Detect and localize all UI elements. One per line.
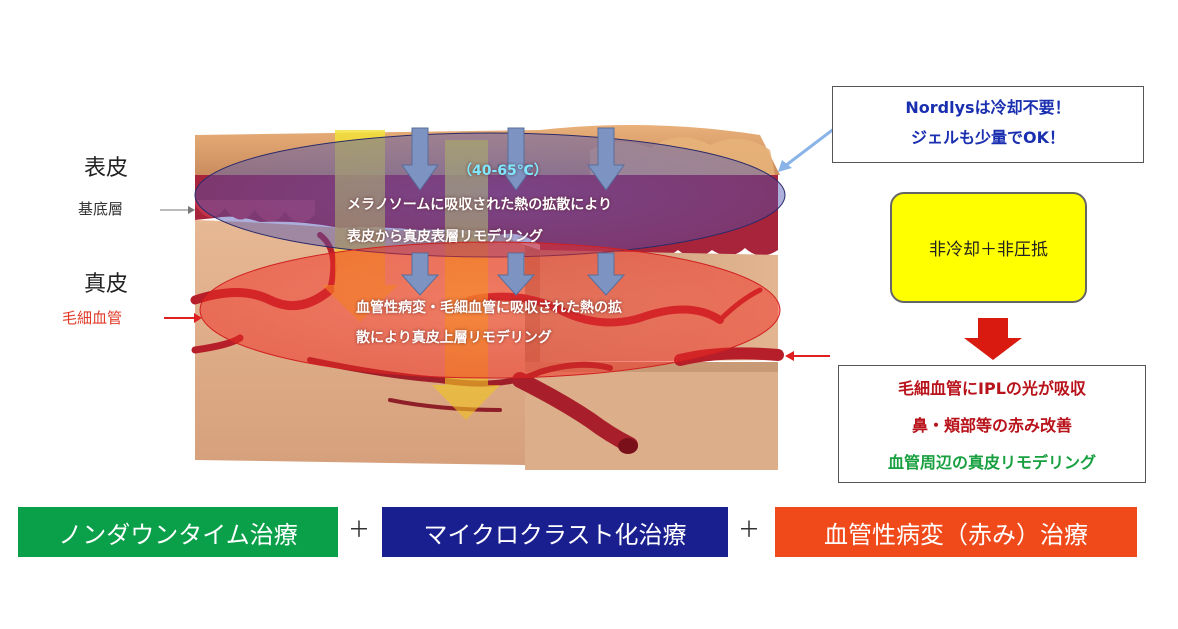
non-cooling-box: 非冷却＋非圧抵 xyxy=(890,192,1087,303)
dermis-right-front xyxy=(525,362,778,470)
treatment-vascular-label: 血管性病変（赤み）治療 xyxy=(824,520,1088,549)
basal-pointer-head xyxy=(188,206,195,214)
label-dermis: 真皮 xyxy=(84,272,129,297)
result-box: 毛細血管にIPLの光が吸収 鼻・頬部等の赤み改善 血管周辺の真皮リモデリング xyxy=(838,365,1146,483)
note-line-1: Nordlysは冷却不要！ xyxy=(905,98,1071,117)
result-line-3: 血管周辺の真皮リモデリング xyxy=(887,453,1096,472)
heat-arrow-4 xyxy=(400,252,440,296)
label-capillary: 毛細血管 xyxy=(62,309,123,327)
dermis-desc-line1: 血管性病変・毛細血管に吸収された熱の拡 xyxy=(356,300,622,316)
dermis-heat-zone xyxy=(199,241,781,379)
label-epidermis: 表皮 xyxy=(84,156,129,181)
heat-arrow-2 xyxy=(497,127,535,191)
heat-arrow-5 xyxy=(496,252,536,296)
treatment-non-downtime: ノンダウンタイム治療 xyxy=(18,507,338,557)
flow-arrow xyxy=(964,318,1022,360)
nordlys-note-box: Nordlysは冷却不要！ ジェルも少量でOK！ xyxy=(832,86,1144,163)
label-basal-layer: 基底層 xyxy=(78,200,124,218)
plus-2: ＋ xyxy=(738,518,761,543)
dermis-desc-line2: 散により真皮上層リモデリング xyxy=(356,330,552,346)
epidermis-desc-line2: 表皮から真皮表層リモデリング xyxy=(347,229,543,245)
note-line-2: ジェルも少量でOK！ xyxy=(910,128,1065,147)
note-pointer-head xyxy=(778,160,792,172)
capillary-pointer-head xyxy=(194,313,202,323)
vessel-7 xyxy=(512,372,638,453)
treatment-vascular: 血管性病変（赤み）治療 xyxy=(775,507,1137,557)
non-cooling-text: 非冷却＋非圧抵 xyxy=(929,240,1048,260)
note-pointer-line xyxy=(784,126,836,168)
result-line-1: 毛細血管にIPLの光が吸収 xyxy=(898,379,1086,398)
treatment-microcrust: マイクロクラスト化治療 xyxy=(382,507,728,557)
result-line-2: 鼻・頬部等の赤み改善 xyxy=(911,416,1072,435)
result-pointer-head xyxy=(785,351,794,361)
heat-arrow-1 xyxy=(401,127,439,191)
treatment-non-downtime-label: ノンダウンタイム治療 xyxy=(58,520,298,549)
heat-arrow-3 xyxy=(587,127,625,191)
vessel-8 xyxy=(388,398,502,412)
epidermis-desc-line1: メラノソームに吸収された熱の拡散により xyxy=(347,197,613,213)
heat-arrow-6 xyxy=(586,252,626,296)
treatment-microcrust-label: マイクロクラスト化治療 xyxy=(423,520,687,549)
plus-1: ＋ xyxy=(348,518,371,543)
temperature-label: （40-65℃） xyxy=(458,163,548,179)
vessel-end xyxy=(618,438,638,454)
